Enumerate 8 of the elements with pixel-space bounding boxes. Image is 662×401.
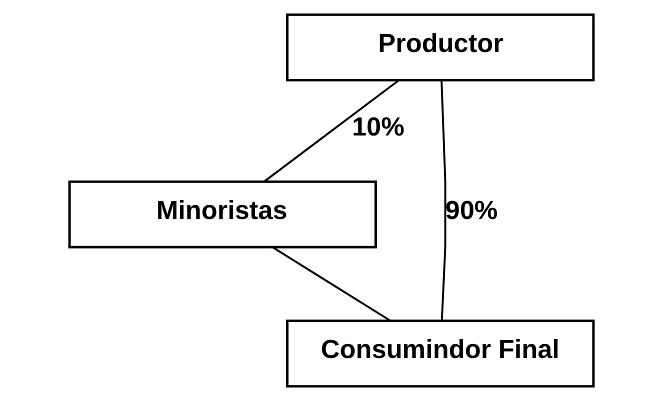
node-box: Consumindor Final: [286, 320, 594, 388]
node-box: Productor: [286, 13, 594, 82]
connector: [272, 246, 390, 322]
edge-label: 10%: [351, 112, 404, 142]
node-box: Minoristas: [68, 180, 376, 248]
connector: [440, 80, 446, 321]
edge-label: 90%: [444, 195, 498, 225]
connector: [264, 79, 399, 182]
